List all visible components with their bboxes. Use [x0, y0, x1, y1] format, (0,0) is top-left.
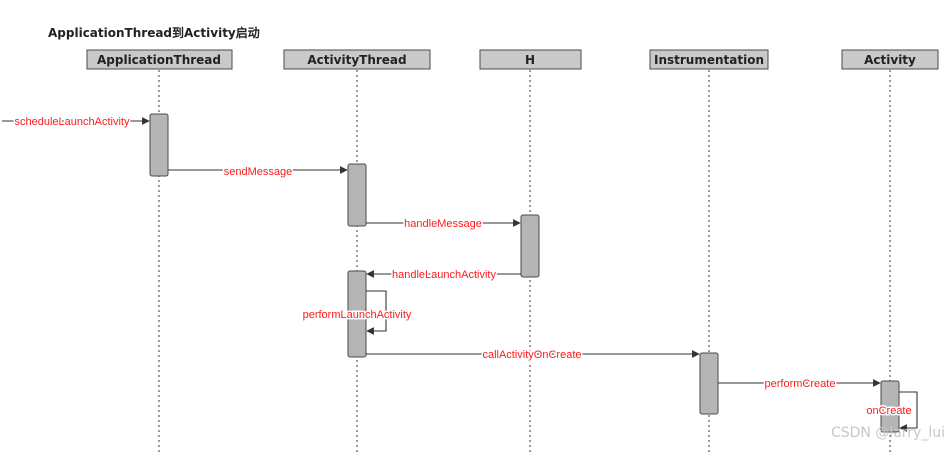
message-label-oncreate: onCreate: [866, 405, 911, 417]
participant-label-applicationthread: ApplicationThread: [97, 53, 221, 67]
activation-instrumentation: [699, 352, 719, 415]
activation-activity: [880, 380, 900, 433]
participant-activitythread: ActivityThread: [283, 49, 431, 70]
watermark: CSDN @larry_lui: [830, 425, 945, 441]
message-label-handlelaunchactivity: handleLaunchActivity: [392, 269, 496, 281]
participant-label-instrumentation: Instrumentation: [654, 53, 764, 67]
diagram-title: ApplicationThread到Activity启动: [48, 26, 260, 40]
message-label-performcreate: performCreate: [765, 378, 836, 390]
message-arrow-performlaunchactivity: [366, 290, 387, 335]
participant-h: H: [479, 49, 582, 70]
activation-activitythread-1: [347, 163, 367, 227]
participant-label-activitythread: ActivityThread: [307, 53, 406, 67]
participant-label-activity: Activity: [864, 53, 916, 67]
participant-activity: Activity: [841, 49, 939, 70]
message-label-handlemessage: handleMessage: [404, 218, 482, 230]
message-arrow-oncreate: [899, 391, 918, 432]
participant-label-h: H: [525, 53, 535, 67]
message-label-callactivityoncreate: callActivityOnCreate: [482, 349, 581, 361]
activation-activitythread-2: [347, 270, 367, 358]
participant-applicationthread: ApplicationThread: [86, 49, 233, 70]
activation-h: [520, 214, 540, 278]
activation-applicationthread: [149, 113, 169, 177]
message-label-schedulelaunchactivity: scheduleLaunchActivity: [15, 116, 130, 128]
participant-instrumentation: Instrumentation: [649, 49, 769, 70]
message-label-performlaunchactivity: performLaunchActivity: [303, 309, 412, 321]
message-label-sendmessage: sendMessage: [224, 166, 293, 178]
